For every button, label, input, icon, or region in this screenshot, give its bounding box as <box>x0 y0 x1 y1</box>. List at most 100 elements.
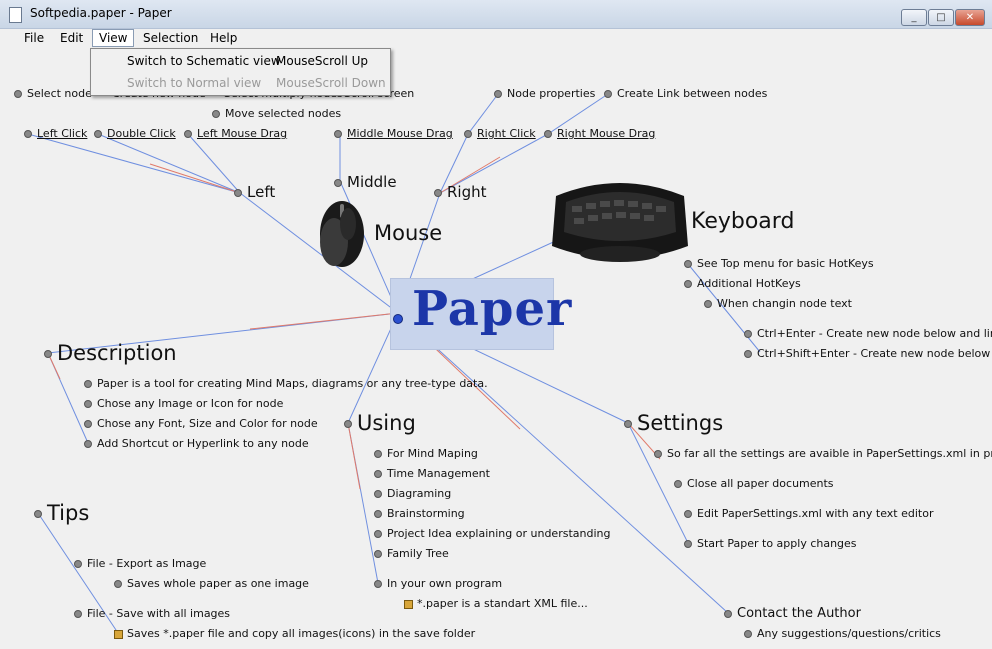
node-bullet-icon <box>724 609 732 618</box>
node-bullet-icon <box>374 530 382 538</box>
node-settings[interactable]: Settings <box>624 411 723 435</box>
node-bullet-icon <box>684 260 692 268</box>
node-left-drag[interactable]: Left Mouse Drag <box>184 127 287 140</box>
node-node-properties[interactable]: Node properties <box>494 87 595 100</box>
node-using-item-7[interactable]: In your own program <box>374 577 502 590</box>
view-menu-dropdown: Switch to Schematic view MouseScroll Up … <box>90 48 391 96</box>
node-description-item-3[interactable]: Chose any Font, Size and Color for node <box>84 417 318 430</box>
node-keyboard-item-4[interactable]: Ctrl+Enter - Create new node below and l… <box>744 327 992 340</box>
node-mouse[interactable]: Mouse <box>374 221 443 245</box>
node-description[interactable]: Description <box>44 341 177 365</box>
node-bullet-icon <box>374 580 382 588</box>
node-using-item-5[interactable]: Project Idea explaining or understanding <box>374 527 610 540</box>
node-bullet-icon <box>704 300 712 308</box>
node-suggestions[interactable]: Any suggestions/questions/critics <box>744 627 941 640</box>
node-using-item-4[interactable]: Brainstorming <box>374 507 465 520</box>
node-bullet-icon <box>84 380 92 388</box>
node-using-xml[interactable]: *.paper is a standart XML file... <box>404 597 588 610</box>
node-bullet-icon <box>684 280 692 288</box>
node-settings-item-4[interactable]: Start Paper to apply changes <box>684 537 857 550</box>
center-node-bullet <box>393 308 408 327</box>
node-bullet-icon <box>654 450 662 458</box>
node-bullet-icon <box>744 330 752 338</box>
node-bullet-icon <box>84 440 92 448</box>
node-right-click[interactable]: Right Click <box>464 127 536 140</box>
node-bullet-icon <box>212 110 220 118</box>
minimize-button[interactable]: _ <box>901 9 927 26</box>
node-bullet-icon <box>464 130 472 138</box>
node-bullet-icon <box>24 130 32 138</box>
node-tips-export-sub[interactable]: Saves whole paper as one image <box>114 577 309 590</box>
node-right[interactable]: Right <box>434 183 487 201</box>
menu-help[interactable]: Help <box>210 31 238 45</box>
menu-selection[interactable]: Selection <box>143 31 199 45</box>
menu-item-normal-view: Switch to Normal view MouseScroll Down <box>127 76 386 90</box>
node-keyboard-item-1[interactable]: See Top menu for basic HotKeys <box>684 257 874 270</box>
title-bar: Softpedia.paper - Paper _ □ ✕ <box>0 0 992 29</box>
node-bullet-icon <box>434 188 442 197</box>
mouse-image <box>320 201 364 267</box>
node-description-item-1[interactable]: Paper is a tool for creating Mind Maps, … <box>84 377 488 390</box>
node-middle[interactable]: Middle <box>334 173 397 191</box>
window-title: Softpedia.paper - Paper <box>30 6 172 20</box>
node-create-link[interactable]: Create Link between nodes <box>604 87 767 100</box>
node-left[interactable]: Left <box>234 183 275 201</box>
node-bullet-icon <box>114 580 122 588</box>
node-tips[interactable]: Tips <box>34 501 89 525</box>
node-select-node[interactable]: Select node <box>14 87 92 100</box>
menu-view[interactable]: View <box>92 29 135 47</box>
node-move-nodes[interactable]: Move selected nodes <box>212 107 341 120</box>
node-bullet-icon <box>604 90 612 98</box>
node-bullet-icon <box>184 130 192 138</box>
node-bullet-icon <box>374 490 382 498</box>
node-settings-item-2[interactable]: Close all paper documents <box>674 477 834 490</box>
node-keyboard[interactable]: Keyboard <box>691 209 795 234</box>
keyboard-image <box>552 183 688 262</box>
close-button[interactable]: ✕ <box>955 9 985 26</box>
node-tips-save[interactable]: File - Save with all images <box>74 607 230 620</box>
node-bullet-icon <box>334 178 342 187</box>
node-double-click[interactable]: Double Click <box>94 127 176 140</box>
node-using-item-3[interactable]: Diagraming <box>374 487 451 500</box>
node-bullet-icon <box>334 130 342 138</box>
node-bullet-icon <box>624 420 632 428</box>
node-bullet-icon <box>494 90 502 98</box>
menu-item-schematic-view[interactable]: Switch to Schematic view MouseScroll Up <box>127 54 369 68</box>
node-bullet-icon <box>393 313 403 324</box>
node-bullet-icon <box>684 540 692 548</box>
node-left-click[interactable]: Left Click <box>24 127 87 140</box>
node-bullet-icon <box>544 130 552 138</box>
node-keyboard-item-5[interactable]: Ctrl+Shift+Enter - Create new node below… <box>744 347 992 360</box>
node-settings-item-1[interactable]: So far all the settings are avaible in P… <box>654 447 992 460</box>
node-keyboard-item-3[interactable]: When changin node text <box>704 297 852 310</box>
node-contact-author[interactable]: Contact the Author <box>724 606 861 621</box>
node-using-item-6[interactable]: Family Tree <box>374 547 449 560</box>
node-bullet-icon <box>744 630 752 638</box>
center-node-box[interactable] <box>390 278 554 350</box>
node-bullet-icon <box>84 420 92 428</box>
node-description-item-4[interactable]: Add Shortcut or Hyperlink to any node <box>84 437 309 450</box>
mind-map-canvas[interactable]: Select node Create new node Select multi… <box>0 49 992 649</box>
node-bullet-icon <box>744 350 752 358</box>
node-tips-export[interactable]: File - Export as Image <box>74 557 206 570</box>
node-keyboard-item-2[interactable]: Additional HotKeys <box>684 277 801 290</box>
node-settings-item-3[interactable]: Edit PaperSettings.xml with any text edi… <box>684 507 933 520</box>
node-bullet-icon <box>684 510 692 518</box>
menu-edit[interactable]: Edit <box>60 31 84 45</box>
node-middle-drag[interactable]: Middle Mouse Drag <box>334 127 453 140</box>
node-bullet-icon <box>44 350 52 358</box>
document-icon <box>9 7 22 23</box>
node-using-item-2[interactable]: Time Management <box>374 467 490 480</box>
node-using-item-1[interactable]: For Mind Maping <box>374 447 478 460</box>
node-description-item-2[interactable]: Chose any Image or Icon for node <box>84 397 283 410</box>
node-tips-save-sub[interactable]: Saves *.paper file and copy all images(i… <box>114 627 475 640</box>
node-bullet-icon <box>374 470 382 478</box>
menu-bar: File Edit View Selection Help <box>0 29 992 49</box>
maximize-button[interactable]: □ <box>928 9 954 26</box>
node-right-drag[interactable]: Right Mouse Drag <box>544 127 655 140</box>
menu-file[interactable]: File <box>24 31 45 45</box>
node-using[interactable]: Using <box>344 411 416 435</box>
center-node-title[interactable]: Paper <box>412 281 573 337</box>
node-bullet-icon <box>14 90 22 98</box>
node-bullet-icon <box>374 510 382 518</box>
